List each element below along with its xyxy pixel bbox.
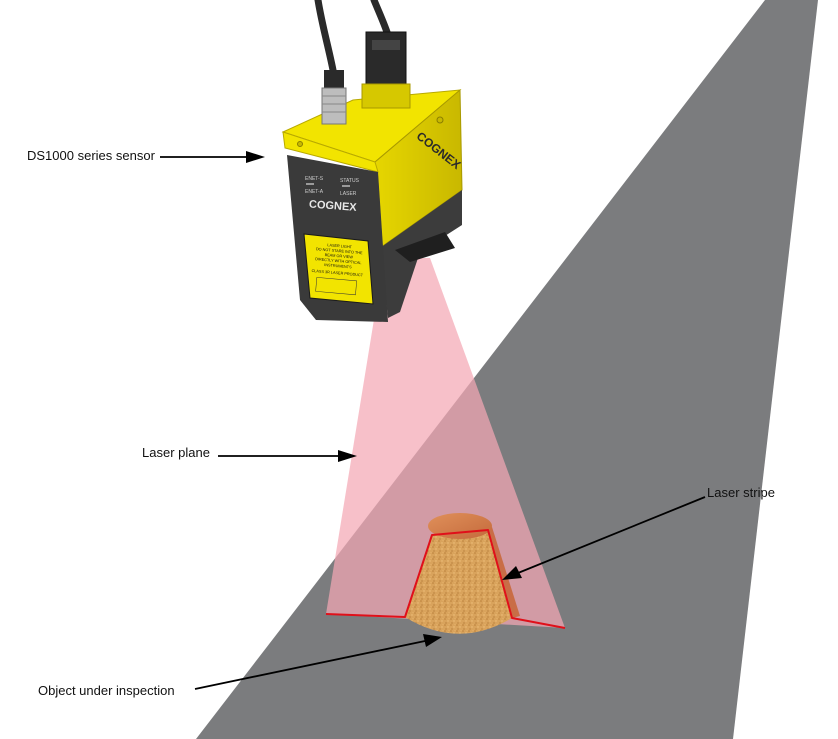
arrow-sensor [160, 151, 265, 163]
svg-text:STATUS: STATUS [340, 178, 360, 184]
svg-text:DO NOT STARE INTO THE: DO NOT STARE INTO THE [316, 247, 363, 255]
m12-connector [321, 70, 347, 125]
callout-sensor-label: DS1000 series sensor [27, 148, 155, 163]
cone-top [428, 513, 492, 539]
svg-text:LASER: LASER [340, 191, 357, 197]
ds1000-sensor: ENET-S STATUS ENET-A LASER COGNEX LASER … [281, 31, 463, 322]
svg-text:DIRECTLY WITH OPTICAL: DIRECTLY WITH OPTICAL [315, 257, 362, 265]
callout-laser-plane-label: Laser plane [142, 445, 210, 460]
callout-arrows [160, 151, 706, 690]
led-panel: ENET-S STATUS ENET-A LASER [305, 176, 360, 197]
svg-text:ENET-S: ENET-S [305, 176, 324, 182]
inspected-object [405, 513, 520, 634]
svg-text:BEAM OR VIEW: BEAM OR VIEW [325, 253, 354, 259]
ethernet-connector [361, 31, 411, 109]
cone-body [405, 530, 512, 634]
arrow-laser-plane [218, 450, 357, 462]
callout-laser-stripe-label: Laser stripe [707, 485, 775, 500]
svg-text:INSTRUMENTS: INSTRUMENTS [324, 263, 352, 269]
laser-window [395, 232, 455, 262]
conveyor-belt [196, 0, 818, 739]
laser-plane [326, 258, 565, 628]
svg-text:CLASS 3R LASER PRODUCT: CLASS 3R LASER PRODUCT [311, 269, 364, 278]
screw [297, 141, 303, 147]
callout-object-label: Object under inspection [38, 683, 175, 698]
svg-text:ENET-A: ENET-A [305, 189, 324, 195]
arrow-laser-stripe [502, 496, 706, 580]
laser-warning-label: LASER LIGHT DO NOT STARE INTO THE BEAM O… [303, 233, 374, 305]
laser-stripe [325, 529, 566, 629]
front-brand-logo: COGNEX [309, 199, 358, 214]
arrow-object [194, 634, 442, 690]
sensor-side-lower [380, 190, 462, 318]
screw [436, 116, 444, 124]
svg-text:LASER LIGHT: LASER LIGHT [327, 243, 353, 249]
cone-lit-side [488, 527, 520, 618]
